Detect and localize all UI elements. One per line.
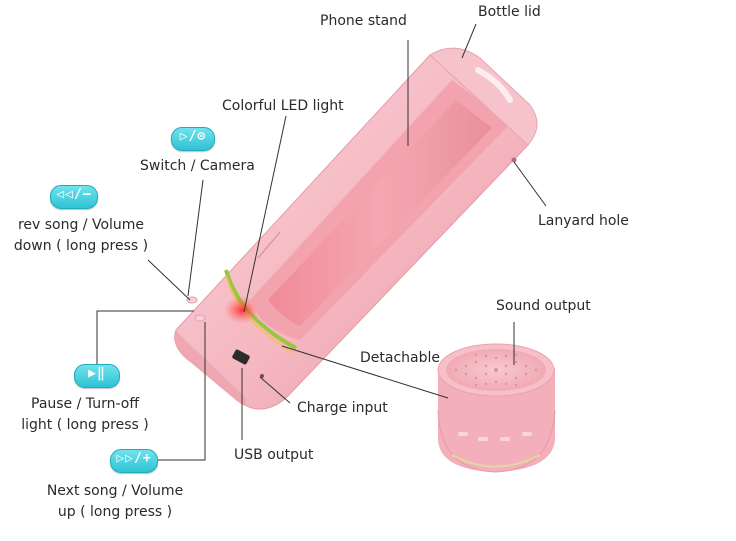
detachable-label: Detachable xyxy=(360,348,440,368)
switch-camera-label: Switch / Camera xyxy=(140,156,255,176)
switch-camera-icon: ▷/⊙ xyxy=(171,127,215,151)
sound-output-label: Sound output xyxy=(496,296,591,316)
phone-stand-label: Phone stand xyxy=(320,11,407,31)
next-volume-up-icon: ▷▷/+ xyxy=(110,449,158,473)
led-light-label: Colorful LED light xyxy=(222,96,344,116)
play-pause-icon: ▶‖ xyxy=(74,364,120,388)
pause-label-line2: light ( long press ) xyxy=(10,415,160,435)
previous-volume-down-icon: ◁◁/— xyxy=(50,185,98,209)
usb-output-label: USB output xyxy=(234,445,313,465)
lanyard-hole-label: Lanyard hole xyxy=(538,211,629,231)
next-song-label-line2: up ( long press ) xyxy=(30,502,200,522)
next-song-label-line1: Next song / Volume xyxy=(30,481,200,501)
charge-input-label: Charge input xyxy=(297,398,388,418)
detachable-speaker xyxy=(438,344,555,472)
pause-label-line1: Pause / Turn-off xyxy=(10,394,160,414)
rev-song-label-line1: rev song / Volume xyxy=(6,215,156,235)
rev-song-label-line2: down ( long press ) xyxy=(6,236,156,256)
bottle-lid-label: Bottle lid xyxy=(478,2,541,22)
